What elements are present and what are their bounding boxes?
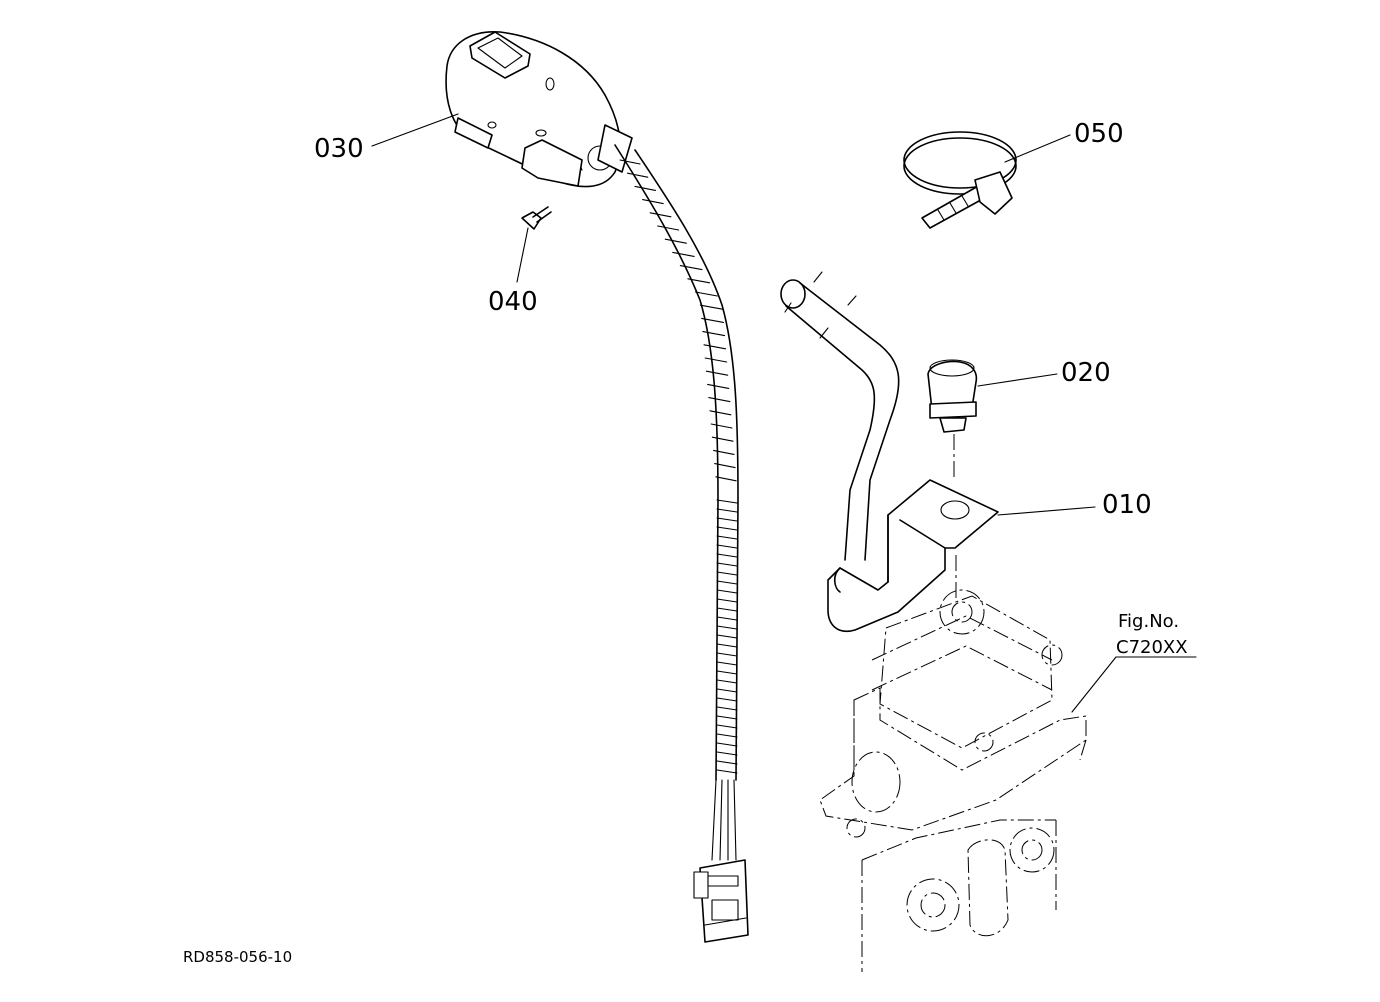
figure-ref-label: Fig.No. [1118, 611, 1179, 632]
hose-clamp-050[interactable] [903, 131, 1017, 229]
switch-grip-030[interactable] [445, 31, 633, 188]
callout-030: 030 [314, 134, 364, 164]
callout-020: 020 [1061, 358, 1111, 388]
knob-020[interactable] [927, 359, 978, 600]
figure-ref-number[interactable]: C720XX [1116, 637, 1188, 658]
control-lever [780, 271, 900, 561]
harness-corrugation [619, 159, 738, 774]
valve-body-reference [819, 589, 1087, 972]
callout-010: 010 [1102, 490, 1152, 520]
callout-050: 050 [1074, 119, 1124, 149]
drawing-code: RD858-056-10 [183, 948, 292, 966]
harness-connector [693, 859, 749, 943]
leader-lines [371, 113, 1197, 713]
wiring-harness[interactable] [614, 144, 749, 943]
bracket-010[interactable] [827, 479, 999, 632]
screw-040[interactable] [521, 206, 552, 230]
callout-040: 040 [488, 287, 538, 317]
